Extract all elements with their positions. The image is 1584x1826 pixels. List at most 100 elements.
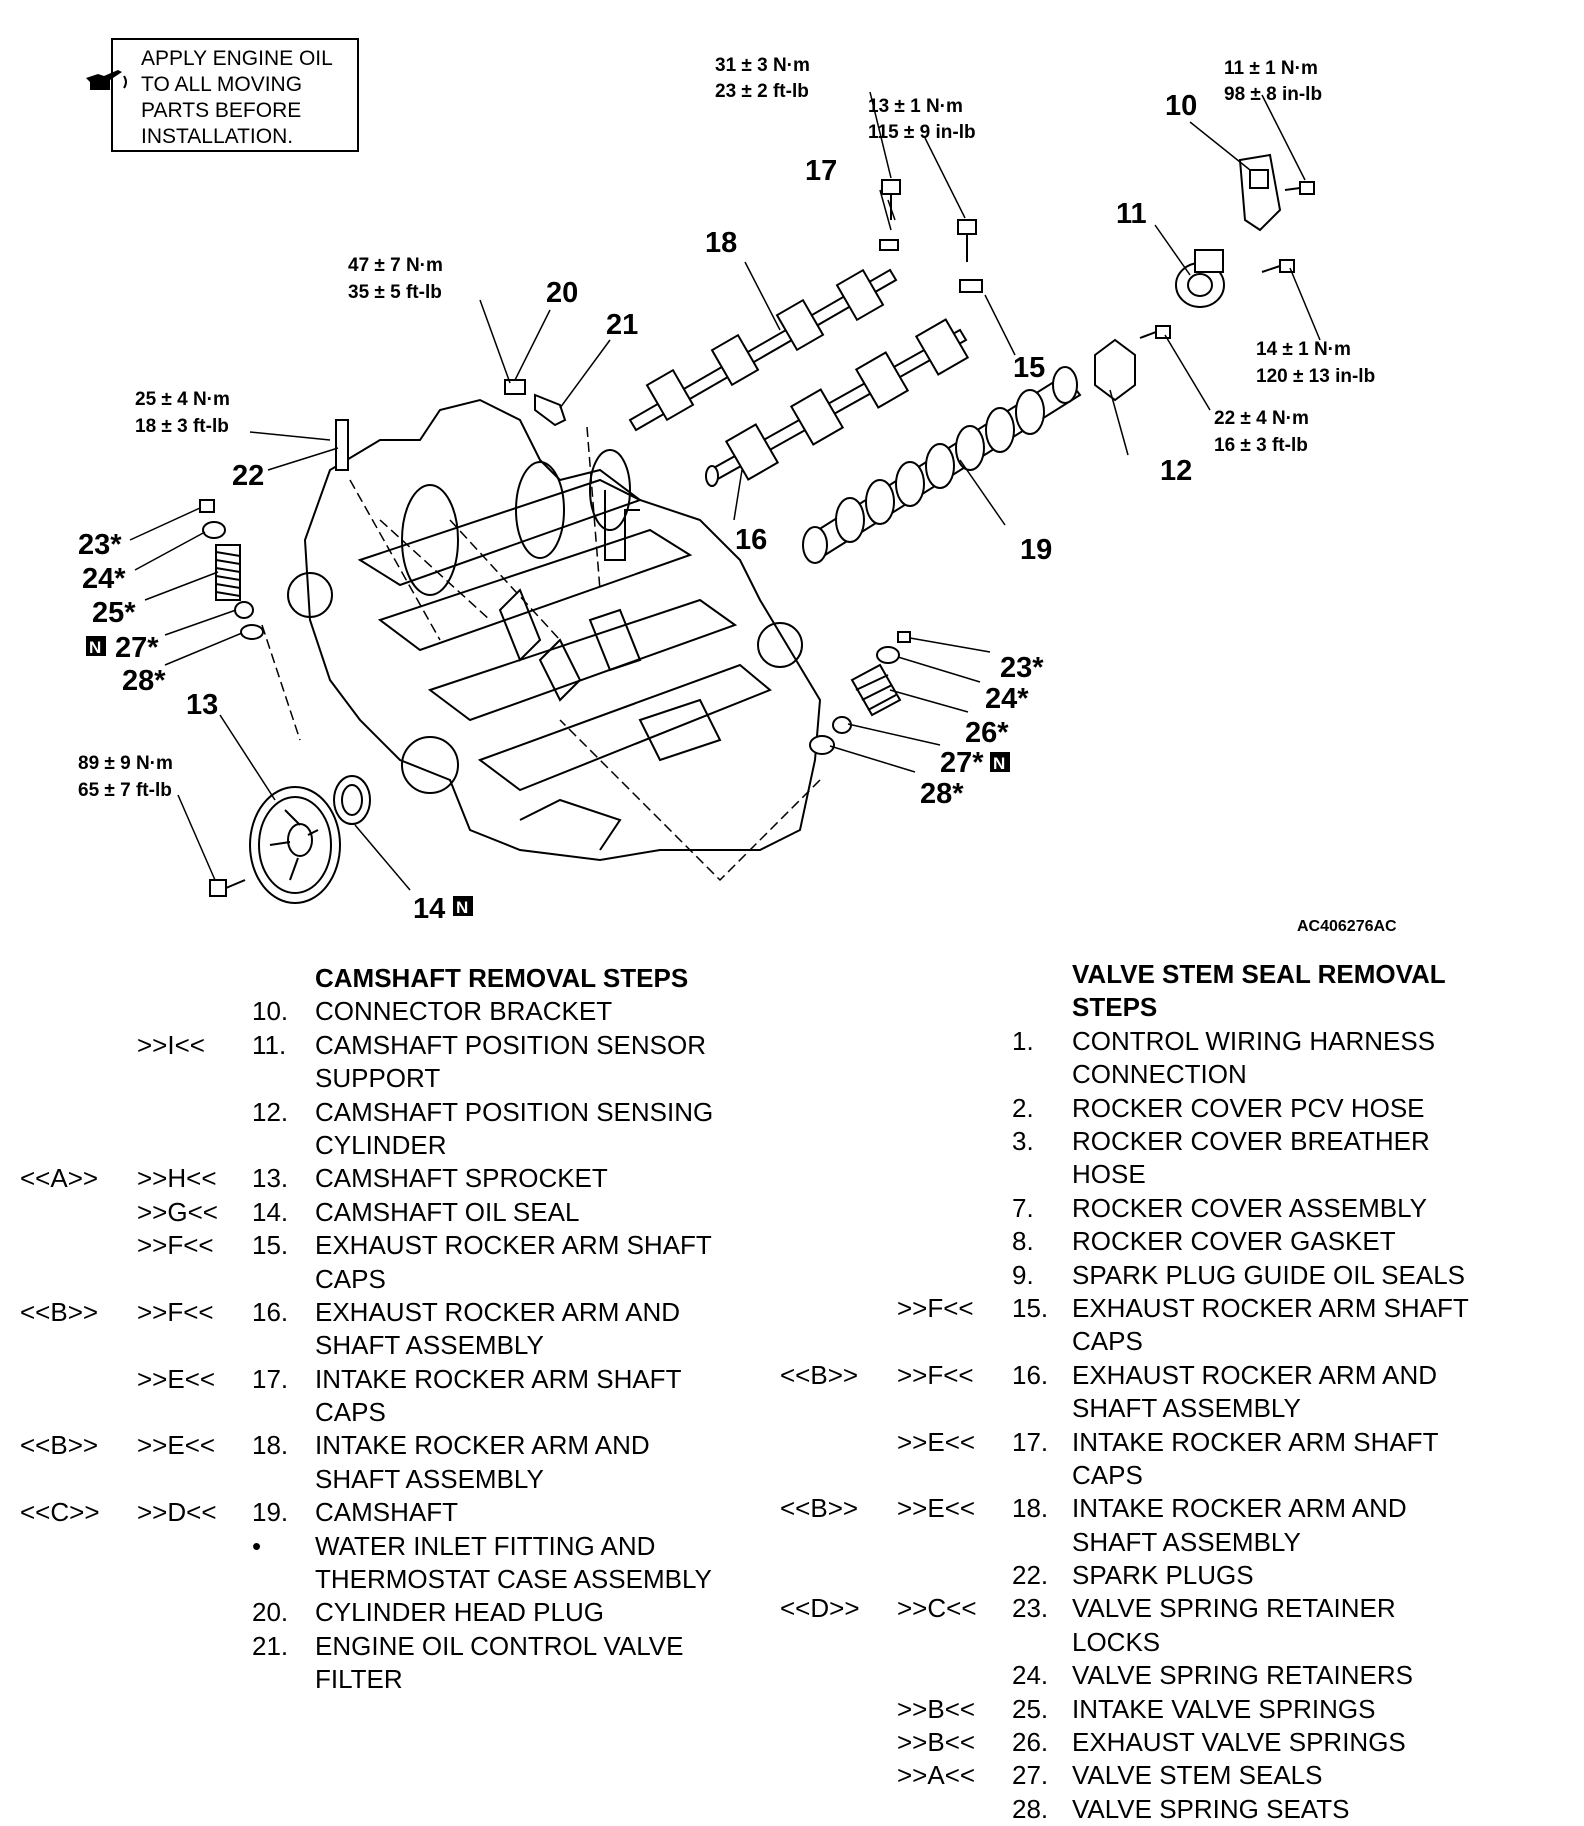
callout-20: 20 bbox=[546, 277, 578, 309]
step-text: EXHAUST ROCKER ARM SHAFT bbox=[1072, 1292, 1469, 1323]
step-text: CAMSHAFT POSITION SENSING bbox=[315, 1096, 714, 1127]
callout-10: 10 bbox=[1165, 90, 1197, 122]
procedure-ref-b: >>B<< bbox=[897, 1693, 976, 1724]
torque-13-ftlb: 65 ± 7 ft-lb bbox=[78, 780, 172, 801]
step-number: 18. bbox=[252, 1430, 289, 1461]
procedure-ref-b: >>F<< bbox=[137, 1230, 214, 1261]
exhaust-rocker-shaft bbox=[705, 318, 970, 487]
callout-23-left: 23* bbox=[78, 529, 122, 561]
callout-22: 22 bbox=[232, 460, 264, 492]
torque-11-inlb: 120 ± 13 in-lb bbox=[1256, 366, 1375, 387]
oil-note-line: PARTS BEFORE bbox=[141, 99, 302, 122]
step-number: 16. bbox=[252, 1296, 289, 1327]
torque-10-inlb: 98 ± 8 in-lb bbox=[1224, 84, 1322, 105]
step-row: 21.ENGINE OIL CONTROL VALVE bbox=[20, 1630, 780, 1663]
step-text: VALVE SPRING RETAINERS bbox=[1072, 1660, 1413, 1691]
step-row: 9.SPARK PLUG GUIDE OIL SEALS bbox=[775, 1259, 1565, 1292]
torque-20-ftlb: 35 ± 5 ft-lb bbox=[348, 282, 442, 303]
torque-15-nm: 13 ± 1 N·m bbox=[868, 96, 963, 117]
step-number: 26. bbox=[1012, 1727, 1049, 1758]
cap-17 bbox=[879, 239, 899, 251]
torque-11-nm: 14 ± 1 N·m bbox=[1256, 339, 1351, 360]
camshaft-removal-steps: CAMSHAFT REMOVAL STEPS 10.CONNECTOR BRAC… bbox=[20, 962, 780, 1697]
figure-id: AC406276AC bbox=[1297, 918, 1397, 935]
step-row: 24.VALVE SPRING RETAINERS bbox=[775, 1659, 1565, 1692]
step-number: • bbox=[252, 1530, 262, 1561]
step-text: SHAFT ASSEMBLY bbox=[1072, 1393, 1301, 1424]
step-row: <<A>>>>H<<13.CAMSHAFT SPROCKET bbox=[20, 1162, 780, 1195]
torque-13-nm: 89 ± 9 N·m bbox=[78, 753, 173, 774]
procedure-ref-b: >>B<< bbox=[897, 1727, 976, 1758]
step-text: THERMOSTAT CASE ASSEMBLY bbox=[315, 1564, 712, 1595]
step-number: 7. bbox=[1012, 1192, 1034, 1223]
callout-21: 21 bbox=[606, 309, 638, 341]
oil-note-box: APPLY ENGINE OIL TO ALL MOVING PARTS BEF… bbox=[111, 38, 359, 152]
step-row: <<B>>>>E<<18.INTAKE ROCKER ARM AND bbox=[20, 1429, 780, 1462]
step-row-continuation: CAPS bbox=[20, 1263, 780, 1296]
step-row-continuation: CONNECTION bbox=[775, 1058, 1565, 1091]
callout-24-left: 24* bbox=[82, 563, 126, 595]
step-row-continuation: CAPS bbox=[775, 1325, 1565, 1358]
oil-can-icon bbox=[86, 70, 127, 90]
callout-13: 13 bbox=[186, 689, 218, 721]
torque-20-nm: 47 ± 7 N·m bbox=[348, 255, 443, 276]
step-row: 22.SPARK PLUGS bbox=[775, 1559, 1565, 1592]
step-row-continuation: SHAFT ASSEMBLY bbox=[20, 1463, 780, 1496]
step-number: 17. bbox=[252, 1363, 289, 1394]
callout-18: 18 bbox=[705, 227, 737, 259]
step-row: <<B>>>>F<<16.EXHAUST ROCKER ARM AND bbox=[20, 1296, 780, 1329]
callout-15: 15 bbox=[1013, 352, 1045, 384]
step-row-continuation: SHAFT ASSEMBLY bbox=[775, 1526, 1565, 1559]
step-row-continuation: LOCKS bbox=[775, 1626, 1565, 1659]
step-number: 28. bbox=[1012, 1793, 1049, 1824]
left-valve-stack bbox=[199, 499, 264, 640]
callout-25-left: 25* bbox=[92, 597, 136, 629]
new-part-badge-label: N bbox=[456, 898, 468, 917]
step-row: <<B>>>>F<<16.EXHAUST ROCKER ARM AND bbox=[775, 1359, 1565, 1392]
new-part-badge bbox=[990, 752, 1010, 772]
exploded-diagram: 31 ± 3 N·m 23 ± 2 ft-lb 13 ± 1 N·m 115 ±… bbox=[78, 55, 1375, 925]
callout-12: 12 bbox=[1160, 455, 1192, 487]
step-number: 13. bbox=[252, 1163, 289, 1194]
step-text: VALVE SPRING RETAINER bbox=[1072, 1593, 1396, 1624]
step-text: WATER INLET FITTING AND bbox=[315, 1530, 656, 1561]
step-number: 27. bbox=[1012, 1760, 1049, 1791]
connector-bracket bbox=[1238, 153, 1282, 232]
procedure-ref-a: <<C>> bbox=[20, 1497, 100, 1528]
step-text: ROCKER COVER GASKET bbox=[1072, 1226, 1396, 1257]
step-number: 14. bbox=[252, 1196, 289, 1227]
step-number: 25. bbox=[1012, 1693, 1049, 1724]
procedure-ref-b: >>E<< bbox=[897, 1493, 976, 1524]
sensor-support bbox=[1175, 249, 1225, 308]
step-number: 11. bbox=[252, 1029, 287, 1060]
camshaft bbox=[802, 366, 1082, 564]
step-row: 3.ROCKER COVER BREATHER bbox=[775, 1125, 1565, 1158]
step-row-continuation: CAPS bbox=[20, 1396, 780, 1429]
step-text: SHAFT ASSEMBLY bbox=[1072, 1526, 1301, 1557]
step-row-continuation: CAPS bbox=[775, 1459, 1565, 1492]
procedure-ref-b: >>I<< bbox=[137, 1029, 205, 1060]
step-text: INTAKE ROCKER ARM SHAFT bbox=[1072, 1426, 1439, 1457]
step-text: EXHAUST VALVE SPRINGS bbox=[1072, 1727, 1406, 1758]
step-number: 16. bbox=[1012, 1359, 1049, 1390]
step-number: 17. bbox=[1012, 1426, 1049, 1457]
step-number: 19. bbox=[252, 1497, 289, 1528]
step-text: VALVE SPRING SEATS bbox=[1072, 1793, 1350, 1824]
step-text: EXHAUST ROCKER ARM AND bbox=[1072, 1359, 1438, 1390]
oil-note-line: APPLY ENGINE OIL bbox=[141, 47, 333, 70]
procedure-ref-a: <<B>> bbox=[20, 1296, 99, 1327]
step-text: SPARK PLUG GUIDE OIL SEALS bbox=[1072, 1259, 1466, 1290]
step-text: CONNECTOR BRACKET bbox=[315, 996, 613, 1027]
step-row-continuation: SUPPORT bbox=[20, 1062, 780, 1095]
procedure-ref-b: >>E<< bbox=[137, 1430, 216, 1461]
step-number: 15. bbox=[252, 1230, 289, 1261]
step-text: CAMSHAFT SPROCKET bbox=[315, 1163, 608, 1194]
step-row: • WATER INLET FITTING AND bbox=[20, 1530, 780, 1563]
callout-26-right: 26* bbox=[965, 717, 1009, 749]
step-text: CAMSHAFT POSITION SENSOR bbox=[315, 1029, 707, 1060]
intake-rocker-shaft bbox=[628, 268, 898, 432]
step-row-continuation: CYLINDER bbox=[20, 1129, 780, 1162]
oil-note-line: TO ALL MOVING bbox=[141, 73, 303, 96]
step-number: 3. bbox=[1012, 1125, 1034, 1156]
step-number: 21. bbox=[252, 1630, 289, 1661]
